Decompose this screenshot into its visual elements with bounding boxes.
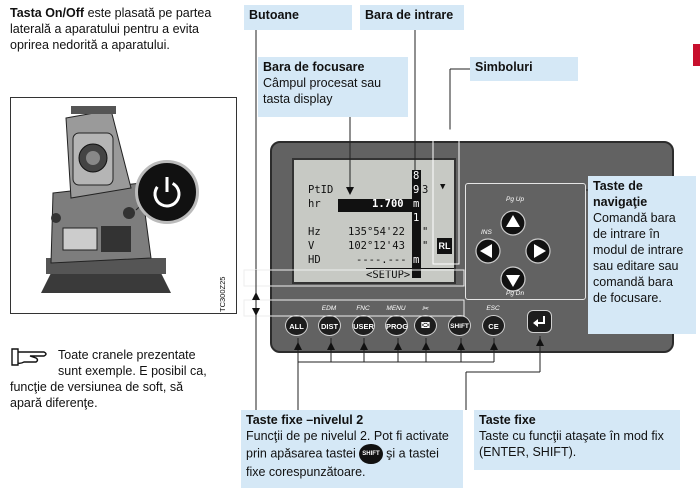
row3-value: 1.700: [372, 198, 404, 210]
callout-bara-intrare: Bara de intrare: [360, 5, 464, 30]
navigation-keys: [475, 210, 551, 292]
callout-taste-fixe-2: Taste fixe –nivelul 2 Funcţii de pe nive…: [241, 410, 463, 488]
instrument-illustration: TC300Z25: [10, 97, 237, 314]
nav-label-pgup: Pg Up: [506, 196, 525, 203]
key-prog-top: MENU: [386, 305, 406, 312]
row3-unit: m: [413, 198, 420, 210]
entry-bar: [412, 170, 421, 278]
row7-value: ----.---: [356, 254, 407, 266]
row4-right: 1: [413, 212, 420, 224]
intro-rest: este plasată pe partea: [84, 6, 212, 20]
row5-label: Hz: [308, 226, 321, 238]
row3-label: hr: [308, 198, 321, 210]
focus-bar: [338, 199, 413, 212]
nav-label-ins: INS: [481, 229, 492, 236]
row6-label: V: [308, 240, 315, 252]
intro-text: Tasta On/Off este plasată pe partea late…: [10, 5, 240, 53]
row5-value: 135°54'22: [348, 226, 405, 238]
callout-butoane: Butoane: [244, 5, 352, 30]
key-msg-top: ✂: [421, 304, 429, 313]
row6-unit: ": [422, 240, 429, 252]
key-user-top: FNC: [356, 305, 370, 312]
nav-label-pgdn: Pg Dn: [506, 290, 525, 297]
row5-unit: ": [422, 226, 429, 238]
navigation-pad: [465, 183, 586, 300]
key-enter[interactable]: [527, 310, 552, 333]
callout-taste-fixe: Taste fixe Taste cu funcţii ataşate în m…: [474, 410, 680, 470]
enter-icon: [532, 316, 545, 327]
key-all[interactable]: ALL: [285, 315, 308, 336]
key-dist[interactable]: DIST: [318, 315, 341, 336]
key-shift[interactable]: SHIFT: [448, 315, 471, 336]
row7-label: HD: [308, 254, 321, 266]
callout-simboluri: Simboluri: [470, 57, 578, 81]
row2-right: 9: [413, 184, 420, 196]
nav-up-icon[interactable]: [500, 210, 526, 236]
note-hand-icon: [10, 346, 50, 368]
total-station-drawing: [41, 106, 171, 293]
row2-extra: 3: [422, 184, 429, 196]
key-dist-top: EDM: [321, 305, 337, 312]
row2-label: PtID: [308, 184, 334, 196]
key-ce[interactable]: CE: [482, 315, 505, 336]
power-icon: [153, 177, 181, 208]
key-prog[interactable]: PROG: [385, 315, 408, 336]
callout-navigatie: Taste de navigaţie Comandă bara de intra…: [588, 176, 696, 334]
scroll-arrow-icon: ▼: [440, 182, 446, 192]
intro-bold: Tasta On/Off: [10, 6, 85, 20]
power-button-zoom: [135, 160, 199, 224]
key-ce-top: ESC: [486, 305, 500, 312]
lcd-screen: 8 PtID 9 3 hr 1.700 m 1 Hz 135°54'22 " V…: [292, 158, 456, 284]
nav-down-icon[interactable]: [500, 266, 526, 292]
butoane-arrowhead: [252, 308, 260, 316]
device-code: TC300Z25: [218, 276, 227, 312]
callout-bara-focusare: Bara de focusare Câmpul procesat sau tas…: [258, 57, 408, 117]
row7-unit: m: [413, 254, 420, 266]
note-text: Toate cranele prezentate sunt exemple. E…: [10, 348, 207, 410]
shift-key-icon: SHIFT: [359, 444, 383, 464]
intro-line-3: oprirea nedorită a aparatului.: [10, 38, 170, 52]
softkey-setup[interactable]: <SETUP>: [366, 268, 454, 281]
nav-right-icon[interactable]: [525, 238, 551, 264]
page-edge-marker: [693, 44, 700, 66]
row1-right: 8: [413, 170, 420, 182]
intro-line-2: laterală a aparatului pentru a evita: [10, 22, 200, 36]
nav-left-icon[interactable]: [475, 238, 501, 264]
key-msg[interactable]: ✉: [414, 315, 437, 336]
rl-symbol: RL: [437, 238, 452, 254]
key-user[interactable]: USER: [352, 315, 375, 336]
row6-value: 102°12'43: [348, 240, 405, 252]
